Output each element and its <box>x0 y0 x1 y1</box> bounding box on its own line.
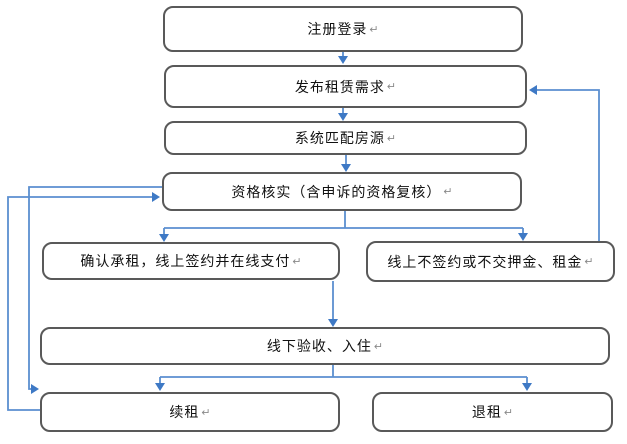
arrow-down-icon <box>328 319 338 327</box>
node-label: 线下验收、入住 <box>266 338 372 354</box>
node-label: 系统匹配房源 <box>294 130 385 146</box>
flow-node-checkin: 线下验收、入住↵ <box>40 327 610 365</box>
arrow-down-icon <box>522 383 532 391</box>
node-label: 续租 <box>169 404 200 420</box>
edge-confirm-to-checkin <box>328 281 338 327</box>
return-mark: ↵ <box>503 406 514 419</box>
node-label: 退租 <box>471 404 502 420</box>
arrow-right-icon <box>31 384 39 394</box>
arrow-down-icon <box>338 56 348 64</box>
flow-node-terminate: 退租↵ <box>372 392 613 432</box>
return-mark: ↵ <box>373 340 384 353</box>
edge-checkin-split <box>155 365 532 391</box>
node-label: 注册登录 <box>307 21 368 37</box>
return-mark: ↵ <box>201 406 211 419</box>
edge-match-to-verify <box>341 155 351 172</box>
flow-node-register-login: 注册登录↵ <box>163 6 523 52</box>
edge-verify-split <box>159 211 528 242</box>
return-mark: ↵ <box>369 23 379 36</box>
arrow-down-icon <box>338 113 348 121</box>
return-mark: ↵ <box>292 255 302 268</box>
flow-node-confirm-rent: 确认承租，线上签约并在线支付↵ <box>42 242 340 280</box>
flow-node-renew: 续租↵ <box>40 392 340 432</box>
arrow-down-icon <box>518 233 528 241</box>
node-label: 发布租赁需求 <box>294 78 385 95</box>
flow-node-match-housing: 系统匹配房源↵ <box>164 121 527 155</box>
node-label: 确认承租，线上签约并在线支付 <box>80 253 291 269</box>
arrow-left-icon <box>529 85 537 95</box>
edge-register-to-publish <box>338 52 348 64</box>
arrow-down-icon <box>155 383 165 391</box>
flow-node-no-sign-no-pay: 线上不签约或不交押金、租金↵ <box>366 241 615 282</box>
arrow-down-icon <box>159 234 169 242</box>
edge-publish-to-match <box>338 108 348 121</box>
return-mark: ↵ <box>386 132 397 145</box>
node-label: 资格核实（含申诉的资格复核） <box>231 183 442 200</box>
node-label: 线上不签约或不交押金、租金 <box>387 253 583 270</box>
flow-node-verify-qualification: 资格核实（含申诉的资格复核）↵ <box>162 172 522 211</box>
return-mark: ↵ <box>443 186 453 198</box>
flow-node-publish-demand: 发布租赁需求↵ <box>164 65 527 108</box>
arrow-down-icon <box>341 164 351 172</box>
arrow-right-icon <box>152 192 160 202</box>
edge-nosign-to-publish-feedback <box>529 85 600 241</box>
return-mark: ↵ <box>584 256 594 268</box>
edge-renew-to-verify-feedback <box>7 192 160 411</box>
return-mark: ↵ <box>386 81 397 93</box>
